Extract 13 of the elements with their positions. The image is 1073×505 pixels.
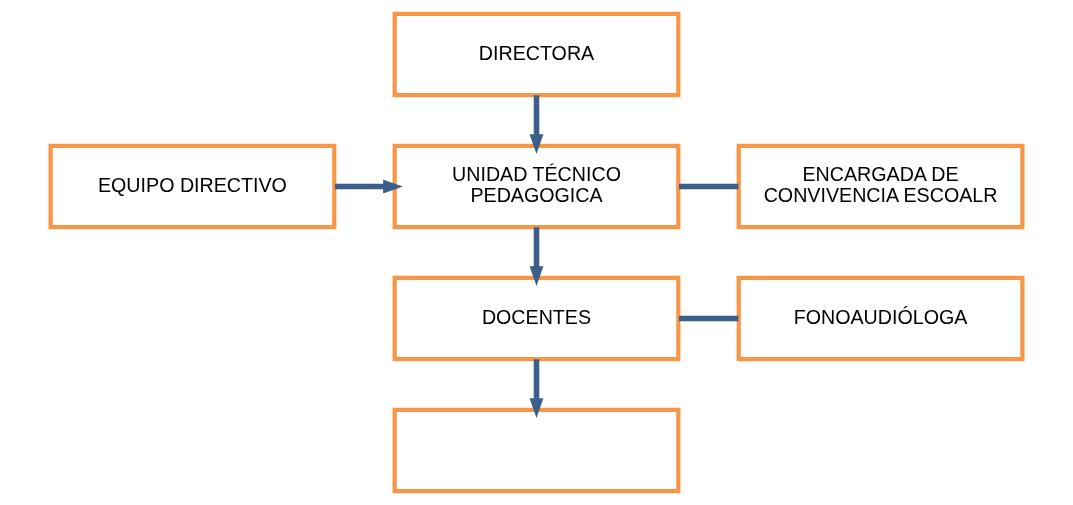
- arrow: [529, 359, 544, 418]
- arrow: [334, 179, 403, 194]
- arrow: [529, 95, 544, 154]
- node-box: UNIDAD TÉCNICO PEDAGOGICA: [392, 143, 681, 230]
- connector: [678, 315, 739, 322]
- node-box: [392, 407, 681, 494]
- node-box: EQUIPO DIRECTIVO: [48, 143, 337, 230]
- node-box: DIRECTORA: [392, 11, 681, 98]
- node-box: ENCARGADA DE CONVIVENCIA ESCOALR: [736, 143, 1025, 230]
- node-box: FONOAUDIÓLOGA: [736, 275, 1025, 362]
- node-box: DOCENTES: [392, 275, 681, 362]
- connector: [678, 183, 739, 190]
- arrow: [529, 227, 544, 286]
